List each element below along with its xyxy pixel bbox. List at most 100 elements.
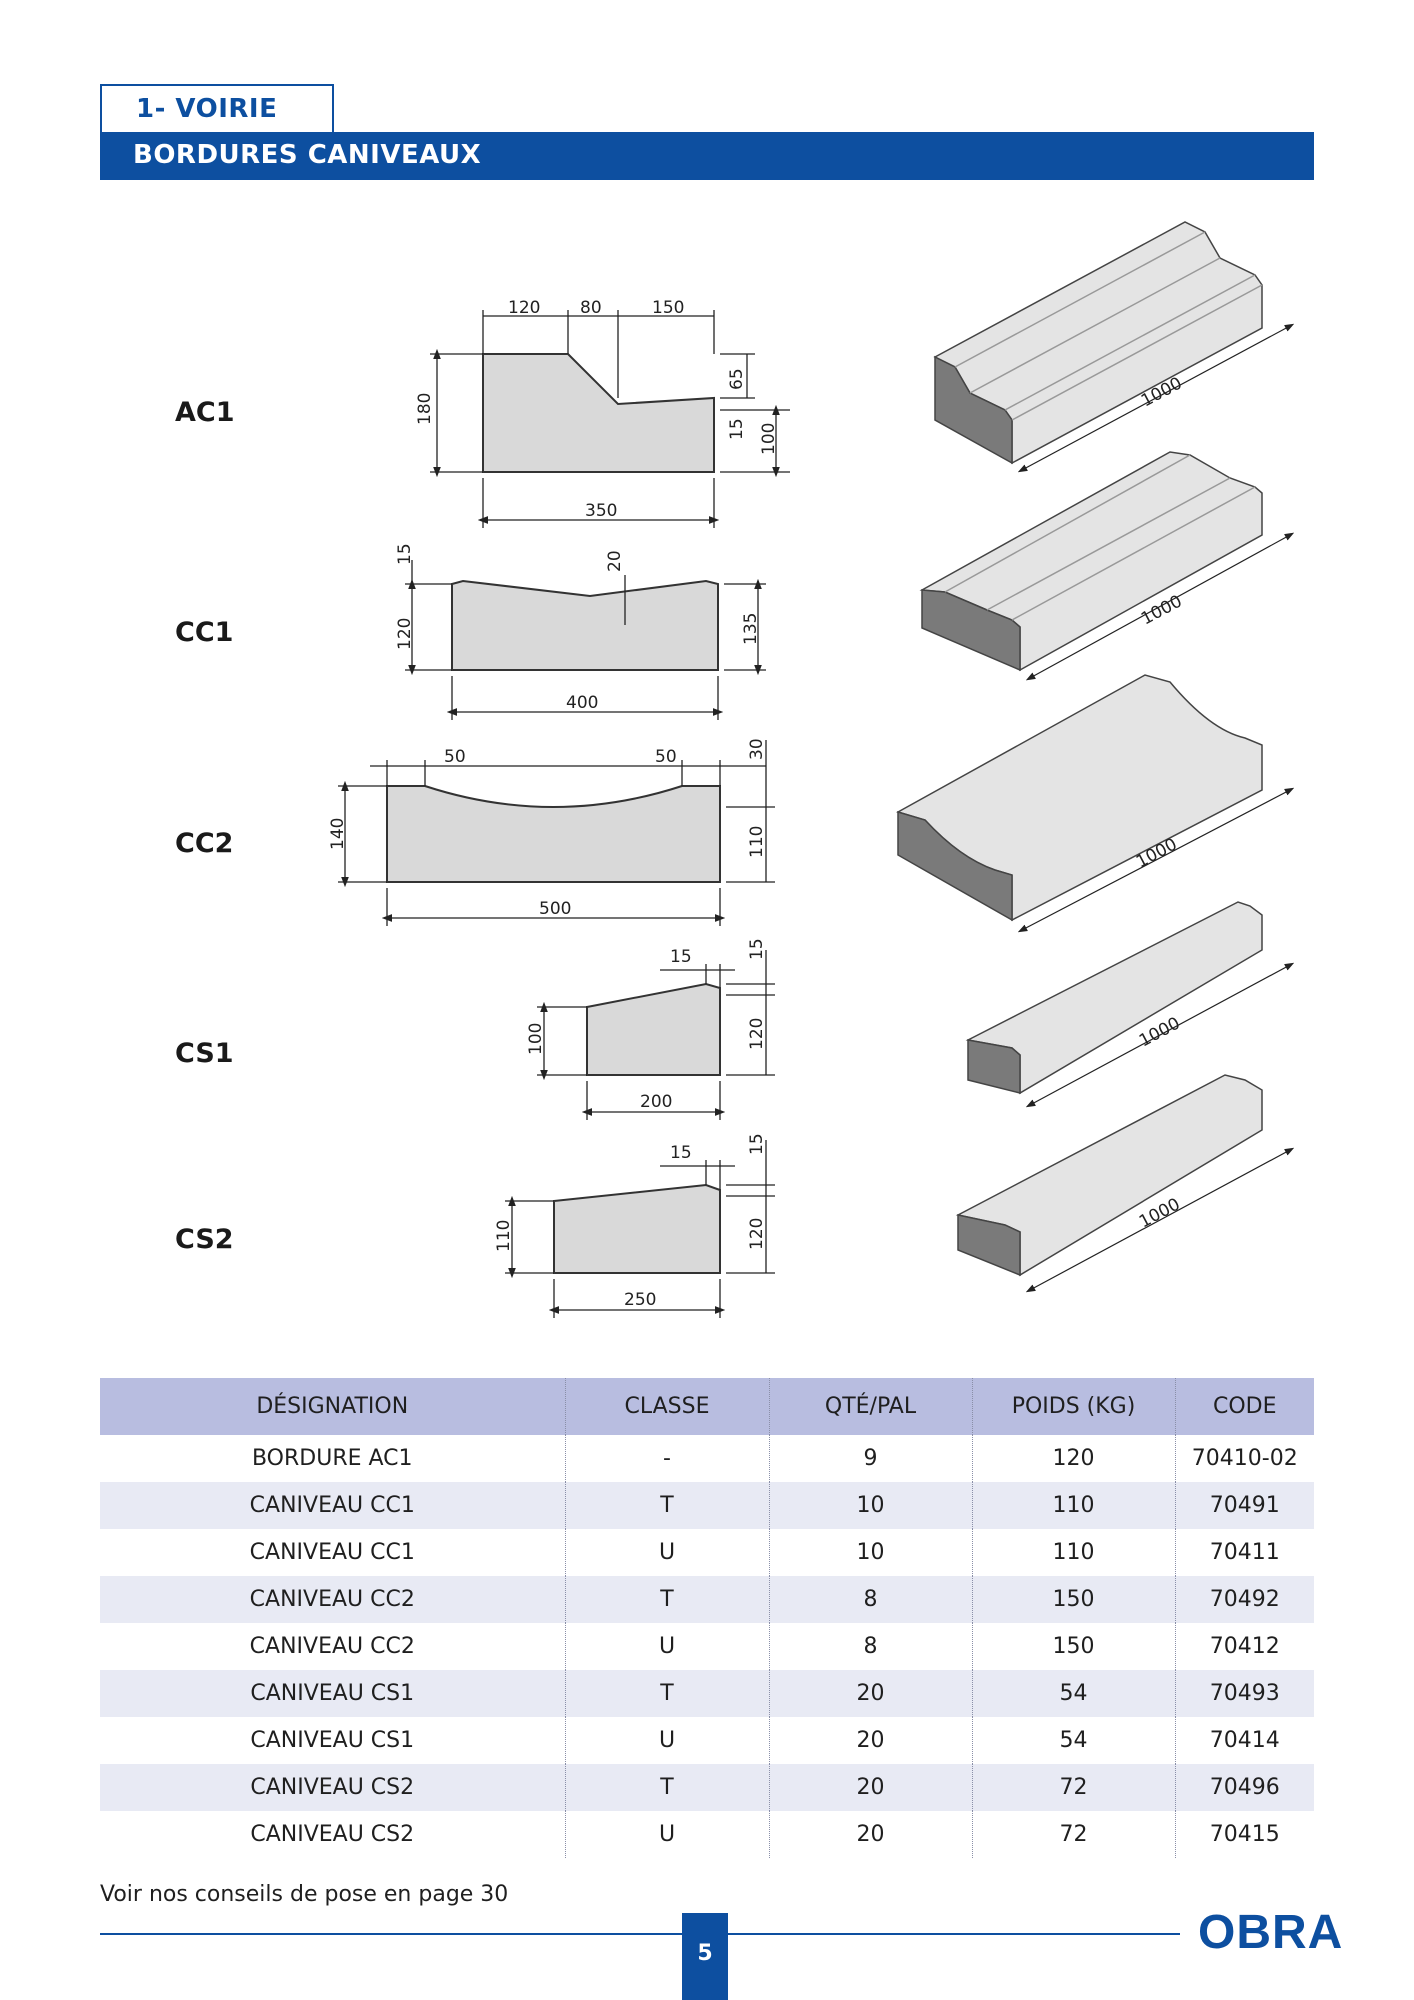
cell-designation: CANIVEAU CC1 bbox=[249, 1540, 415, 1565]
cell-code: 70492 bbox=[1174, 1576, 1314, 1623]
product-label-cs1: CS1 bbox=[175, 1038, 234, 1069]
cell-qte: 20 bbox=[768, 1811, 972, 1858]
section-tab: 1- VOIRIE bbox=[100, 84, 334, 132]
cell-code: 70410-02 bbox=[1174, 1435, 1314, 1482]
col-header-code: CODE bbox=[1174, 1378, 1314, 1435]
section-label: 1- VOIRIE bbox=[136, 94, 278, 124]
dim-text: 100 bbox=[526, 1023, 546, 1055]
table-row: CANIVEAU CC2 T 8 150 70492 bbox=[100, 1576, 1314, 1623]
table-row: CANIVEAU CC1 T 10 110 70491 bbox=[100, 1482, 1314, 1529]
dim-text: 15 bbox=[747, 1133, 767, 1155]
dim-text: 120 bbox=[395, 618, 415, 650]
table-row: BORDURE AC1 - 9 120 70410-02 bbox=[100, 1435, 1314, 1482]
dim-text: 200 bbox=[640, 1092, 672, 1112]
dim-text: 120 bbox=[747, 1218, 767, 1250]
dim-text: 30 bbox=[747, 738, 767, 760]
cs2-profile-drawing bbox=[505, 1140, 775, 1318]
dim-text: 15 bbox=[727, 418, 747, 440]
cell-poids: 110 bbox=[971, 1482, 1175, 1529]
table-row: CANIVEAU CS1 T 20 54 70493 bbox=[100, 1670, 1314, 1717]
cell-classe: T bbox=[564, 1576, 769, 1623]
dim-text: 50 bbox=[444, 747, 466, 767]
dim-text: 150 bbox=[652, 298, 684, 318]
ac1-profile-drawing bbox=[430, 310, 790, 528]
cell-designation: CANIVEAU CC1 bbox=[100, 1482, 565, 1529]
cell-poids: 110 bbox=[971, 1529, 1175, 1576]
cell-designation: CANIVEAU CS2 bbox=[250, 1822, 415, 1847]
cell-qte: 10 bbox=[768, 1482, 972, 1529]
cell-qte: 9 bbox=[768, 1435, 972, 1482]
col-header-poids: POIDS (KG) bbox=[971, 1378, 1175, 1435]
cc1-3d-render: 1000 bbox=[919, 451, 1295, 681]
dim-text: 180 bbox=[415, 393, 435, 425]
cell-qte: 8 bbox=[768, 1576, 972, 1623]
dim-text: 140 bbox=[328, 818, 348, 850]
cell-classe: T bbox=[564, 1482, 769, 1529]
cell-poids: 150 bbox=[971, 1623, 1175, 1670]
dim-text: 15 bbox=[670, 947, 692, 967]
dim-text: 400 bbox=[566, 693, 598, 713]
cell-poids: 120 bbox=[971, 1435, 1175, 1482]
dim-text: 120 bbox=[747, 1018, 767, 1050]
cs1-profile-drawing bbox=[537, 950, 775, 1120]
table-header-row: DÉSIGNATION CLASSE QTÉ/PAL POIDS (KG) CO… bbox=[100, 1378, 1314, 1435]
cell-designation: CANIVEAU CS1 bbox=[100, 1670, 565, 1717]
dim-text: 135 bbox=[741, 613, 761, 645]
cell-poids: 72 bbox=[971, 1811, 1175, 1858]
technical-drawings: 120 80 150 180 65 15 100 350 15 20 120 1… bbox=[328, 221, 1295, 1318]
cell-designation: CANIVEAU CC2 bbox=[100, 1576, 565, 1623]
product-label-cc2: CC2 bbox=[175, 828, 234, 859]
title-bar: BORDURES CANIVEAUX bbox=[100, 132, 1314, 180]
cc1-profile-drawing bbox=[405, 560, 766, 720]
table-row: CANIVEAU CS2 T 20 72 70496 bbox=[100, 1764, 1314, 1811]
dim-text: 80 bbox=[580, 298, 602, 318]
cell-poids: 150 bbox=[971, 1576, 1175, 1623]
product-label-cc1: CC1 bbox=[175, 617, 234, 648]
table-row: CANIVEAU CS2 U 20 72 70415 bbox=[100, 1811, 1314, 1858]
cs2-3d-render: 1000 bbox=[955, 1074, 1295, 1293]
page-number-box: 5 bbox=[682, 1913, 728, 2000]
footer-divider bbox=[100, 1933, 1180, 1935]
page-number: 5 bbox=[697, 1941, 713, 1966]
cell-classe: U bbox=[564, 1623, 769, 1670]
dim-text: 15 bbox=[670, 1143, 692, 1163]
dim-text: 50 bbox=[655, 747, 677, 767]
table-row: CANIVEAU CC1 U 10 110 70411 bbox=[100, 1529, 1314, 1576]
dim-text: 65 bbox=[727, 368, 747, 390]
cc2-profile-drawing bbox=[338, 740, 775, 926]
cell-code: 70411 bbox=[1174, 1529, 1314, 1576]
dim-text: 250 bbox=[624, 1290, 656, 1310]
cell-designation: CANIVEAU CS1 bbox=[250, 1728, 415, 1753]
cell-code: 70414 bbox=[1174, 1717, 1314, 1764]
dim-text: 100 bbox=[759, 423, 779, 455]
cell-qte: 20 bbox=[768, 1764, 972, 1811]
cs1-3d-render: 1000 bbox=[965, 901, 1295, 1108]
cell-code: 70496 bbox=[1174, 1764, 1314, 1811]
dim-text: 15 bbox=[395, 543, 415, 565]
cell-qte: 20 bbox=[768, 1670, 972, 1717]
cell-qte: 8 bbox=[768, 1623, 972, 1670]
product-label-cs2: CS2 bbox=[175, 1224, 234, 1255]
brand-logo: OBRA bbox=[1198, 1906, 1344, 1959]
page-title: BORDURES CANIVEAUX bbox=[133, 140, 482, 170]
cell-qte: 20 bbox=[768, 1717, 972, 1764]
cell-code: 70493 bbox=[1174, 1670, 1314, 1717]
col-header-classe: CLASSE bbox=[564, 1378, 769, 1435]
cell-code: 70491 bbox=[1174, 1482, 1314, 1529]
dim-text: 110 bbox=[494, 1220, 514, 1252]
dim-text: 120 bbox=[508, 298, 540, 318]
ac1-3d-render: 1000 bbox=[933, 221, 1295, 473]
dim-text: 15 bbox=[747, 938, 767, 960]
cell-qte: 10 bbox=[768, 1529, 972, 1576]
dim-text: 20 bbox=[605, 550, 625, 572]
dim-text: 350 bbox=[585, 501, 617, 521]
cell-designation: CANIVEAU CS2 bbox=[100, 1764, 565, 1811]
cell-code: 70412 bbox=[1174, 1623, 1314, 1670]
cell-classe: U bbox=[564, 1529, 769, 1576]
table-row: CANIVEAU CS1 U 20 54 70414 bbox=[100, 1717, 1314, 1764]
cell-classe: T bbox=[564, 1670, 769, 1717]
product-label-ac1: AC1 bbox=[175, 397, 235, 428]
dim-text: 110 bbox=[747, 826, 767, 858]
footer-note: Voir nos conseils de pose en page 30 bbox=[100, 1882, 509, 1907]
cell-classe: - bbox=[564, 1435, 769, 1482]
